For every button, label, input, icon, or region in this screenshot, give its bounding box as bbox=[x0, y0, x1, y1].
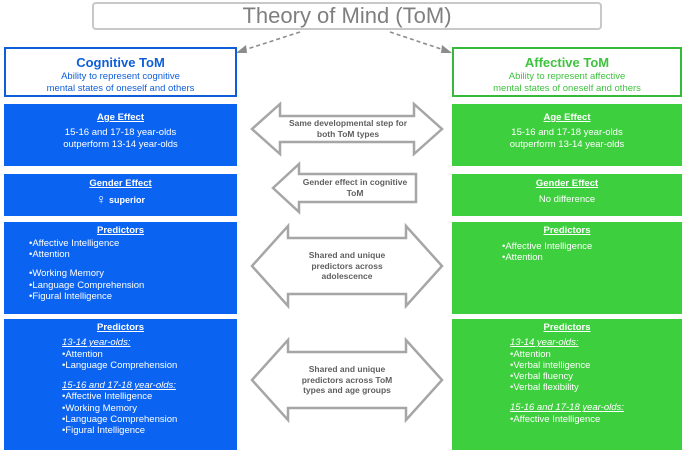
affective-age-group1-label: 13-14 year-olds: bbox=[510, 337, 579, 348]
cognitive-gender-effect-text: superior bbox=[109, 195, 146, 205]
double-arrow-age-predictors bbox=[250, 336, 444, 424]
cognitive-gender-effect-panel: Gender Effect ♀ superior bbox=[4, 174, 237, 216]
affective-gender-effect-title: Gender Effect bbox=[535, 178, 599, 189]
list-item: •Attention bbox=[510, 348, 551, 360]
cognitive-age-effect-line2: outperform 13-14 year-olds bbox=[63, 139, 178, 150]
cognitive-predictors-group2: •Working Memory •Language Comprehension … bbox=[29, 268, 237, 302]
list-item: •Attention bbox=[29, 249, 70, 261]
double-arrow-predictors bbox=[250, 222, 444, 310]
affective-age-predictors-panel: Predictors 13-14 year-olds: •Attention •… bbox=[452, 319, 682, 450]
arrow-age-predictors-label: Shared and unique predictors across ToM … bbox=[301, 364, 393, 395]
cognitive-predictors-panel: Predictors •Affective Intelligence •Atte… bbox=[4, 222, 237, 314]
arrow-gender-label: Gender effect in cognitive ToM bbox=[302, 177, 408, 198]
cognitive-age-predictors-title: Predictors bbox=[97, 322, 144, 333]
cognitive-gender-effect-value: ♀ superior bbox=[4, 191, 237, 207]
diagram-title: Theory of Mind (ToM) bbox=[92, 2, 602, 30]
cognitive-age-effect-panel: Age Effect 15-16 and 17-18 year-olds out… bbox=[4, 104, 237, 166]
cognitive-predictors-group1: •Affective Intelligence •Attention bbox=[29, 238, 237, 260]
list-item: •Language Comprehension bbox=[62, 359, 178, 371]
list-item: •Attention bbox=[62, 348, 103, 360]
cognitive-gender-effect-title: Gender Effect bbox=[89, 178, 152, 189]
cognitive-age-group2-label: 15-16 and 17-18 year-olds: bbox=[62, 379, 176, 391]
affective-gender-effect-panel: Gender Effect No difference bbox=[452, 174, 682, 216]
list-item: •Affective Intelligence bbox=[510, 413, 601, 425]
list-item: •Attention bbox=[502, 252, 543, 264]
affective-gender-effect-value: No difference bbox=[538, 194, 596, 205]
affective-tom-header: Affective ToM Ability to represent affec… bbox=[452, 47, 682, 97]
cognitive-tom-definition-2: mental states of oneself and others bbox=[46, 83, 195, 94]
dashed-connector-right bbox=[389, 31, 451, 53]
cognitive-tom-definition-1: Ability to represent cognitive bbox=[61, 71, 180, 82]
cognitive-age-effect-title: Age Effect bbox=[97, 112, 144, 123]
affective-tom-title: Affective ToM bbox=[524, 55, 610, 70]
double-arrow-age bbox=[250, 101, 444, 157]
cognitive-age-predictors-panel: Predictors 13-14 year-olds: •Attention •… bbox=[4, 319, 237, 450]
affective-age-effect-line2: outperform 13-14 year-olds bbox=[509, 139, 625, 150]
list-item: •Working Memory bbox=[62, 402, 137, 414]
cognitive-predictors-title: Predictors bbox=[97, 225, 144, 236]
cognitive-tom-header: Cognitive ToM Ability to represent cogni… bbox=[4, 47, 237, 97]
affective-age-group1-list: •Attention •Verbal intelligence •Verbal … bbox=[510, 349, 682, 394]
list-item: •Figural Intelligence bbox=[62, 425, 146, 437]
affective-predictors-title: Predictors bbox=[543, 225, 591, 236]
list-item: •Language Comprehension bbox=[29, 279, 145, 291]
affective-tom-definition-1: Ability to represent affective bbox=[508, 71, 626, 82]
affective-tom-definition-2: mental states of oneself and others bbox=[493, 83, 641, 94]
affective-predictors-panel: Predictors •Affective Intelligence •Atte… bbox=[452, 222, 682, 314]
cognitive-age-group1-list: •Attention •Language Comprehension bbox=[62, 349, 237, 371]
list-item: •Verbal fluency bbox=[510, 370, 574, 382]
list-item: •Affective Intelligence bbox=[29, 238, 120, 249]
dashed-connector-left-head bbox=[236, 45, 247, 53]
list-item: •Working Memory bbox=[29, 268, 104, 280]
arrow-predictors-label: Shared and unique predictors across adol… bbox=[308, 250, 386, 281]
list-item: •Language Comprehension bbox=[62, 413, 178, 425]
left-arrow-gender bbox=[271, 161, 418, 215]
dashed-connector-right-head bbox=[441, 45, 452, 53]
arrow-age-label: Same developmental step for both ToM typ… bbox=[288, 118, 408, 139]
female-symbol-icon: ♀ bbox=[95, 191, 107, 207]
affective-age-group2-label: 15-16 and 17-18 year-olds: bbox=[510, 402, 624, 414]
list-item: •Figural Intelligence bbox=[29, 290, 113, 302]
cognitive-age-group2-list: •Affective Intelligence •Working Memory … bbox=[62, 391, 237, 436]
affective-age-effect-title: Age Effect bbox=[543, 112, 591, 123]
list-item: •Affective Intelligence bbox=[502, 241, 593, 252]
list-item: •Affective Intelligence bbox=[62, 391, 153, 403]
affective-age-predictors-title: Predictors bbox=[543, 322, 591, 333]
cognitive-tom-title: Cognitive ToM bbox=[76, 55, 165, 70]
affective-age-effect-line1: 15-16 and 17-18 year-olds bbox=[511, 127, 623, 138]
cognitive-age-group1-label: 13-14 year-olds: bbox=[62, 337, 131, 348]
list-item: •Verbal intelligence bbox=[510, 359, 591, 371]
affective-predictors-list: •Affective Intelligence •Attention bbox=[502, 241, 682, 263]
cognitive-age-effect-line1: 15-16 and 17-18 year-olds bbox=[64, 127, 177, 138]
affective-age-effect-panel: Age Effect 15-16 and 17-18 year-olds out… bbox=[452, 104, 682, 166]
dashed-connector-left bbox=[237, 31, 301, 53]
affective-age-group2-list: •Affective Intelligence bbox=[510, 414, 682, 425]
list-item: •Verbal flexibility bbox=[510, 382, 579, 394]
